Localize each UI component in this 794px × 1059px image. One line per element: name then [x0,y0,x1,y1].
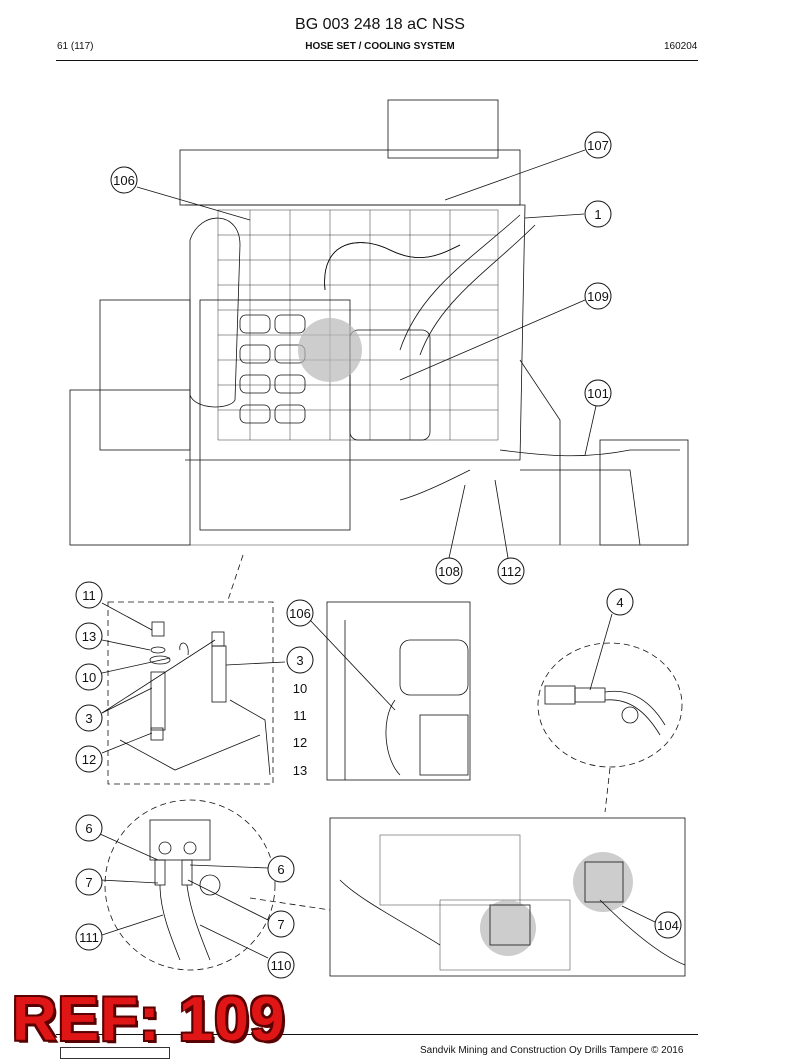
svg-text:3: 3 [85,711,92,726]
svg-text:112: 112 [501,564,522,579]
svg-text:13: 13 [293,763,307,778]
svg-text:12: 12 [293,735,307,750]
label-11: 11 [293,708,307,723]
callout-6-right: 6 [267,855,295,883]
callout-106-main: 106 [110,166,138,194]
callout-107: 107 [584,131,612,159]
svg-text:106: 106 [289,606,311,621]
page-number: 61 (117) [57,41,94,52]
highlight-marker [298,318,362,382]
document-code: 160204 [664,41,698,52]
callout-106-detail: 106 [286,599,314,627]
callout-4: 4 [606,588,634,616]
svg-text:13: 13 [82,629,96,644]
detail-view-valve-block [104,799,276,971]
label-10: 10 [293,681,307,696]
detail-view-hose [326,601,471,781]
svg-text:1: 1 [594,207,601,222]
svg-text:6: 6 [277,862,284,877]
svg-text:11: 11 [293,708,307,723]
detail-view-lower-assembly [249,817,686,977]
callout-10: 10 [75,663,103,691]
callout-3-detail: 3 [286,646,314,674]
svg-text:3: 3 [296,653,303,668]
callout-109: 109 [584,282,612,310]
label-13: 13 [293,763,307,778]
callout-110: 110 [267,951,295,979]
callout-13: 13 [75,622,103,650]
svg-text:12: 12 [82,752,96,767]
svg-text:6: 6 [85,821,92,836]
callout-1: 1 [584,200,612,228]
callout-7-right: 7 [267,910,295,938]
leader-lines [99,149,656,959]
svg-text:110: 110 [271,958,292,973]
callout-104: 104 [654,911,682,939]
document-title: BG 003 248 18 aC NSS [295,16,465,33]
callout-3: 3 [75,704,103,732]
callout-111: 111 [75,923,103,951]
svg-text:111: 111 [79,930,99,945]
svg-text:7: 7 [277,917,284,932]
svg-text:7: 7 [85,875,92,890]
callout-112: 112 [497,557,525,585]
detail-view-spacer [107,554,274,785]
reference-stamp: REF: 109 [12,985,286,1054]
label-12: 12 [293,735,307,750]
svg-text:4: 4 [616,595,623,610]
detail-view-connector [537,642,683,813]
svg-text:108: 108 [438,564,460,579]
section-title: HOSE SET / COOLING SYSTEM [305,41,455,52]
header-divider [56,60,698,61]
svg-text:11: 11 [82,588,96,603]
footer-copyright: Sandvik Mining and Construction Oy Drill… [420,1045,684,1056]
svg-text:10: 10 [82,670,96,685]
callout-108: 108 [435,557,463,585]
svg-text:106: 106 [113,173,135,188]
callout-11: 11 [75,581,103,609]
footer-divider [56,1034,698,1035]
svg-text:109: 109 [587,289,609,304]
callout-7-left: 7 [75,868,103,896]
svg-text:101: 101 [587,386,609,401]
svg-text:107: 107 [587,138,609,153]
callout-12: 12 [75,745,103,773]
callout-101: 101 [584,379,612,407]
svg-text:104: 104 [657,918,679,933]
main-assembly-drawing [69,99,689,546]
svg-text:10: 10 [293,681,307,696]
callout-6-left: 6 [75,814,103,842]
